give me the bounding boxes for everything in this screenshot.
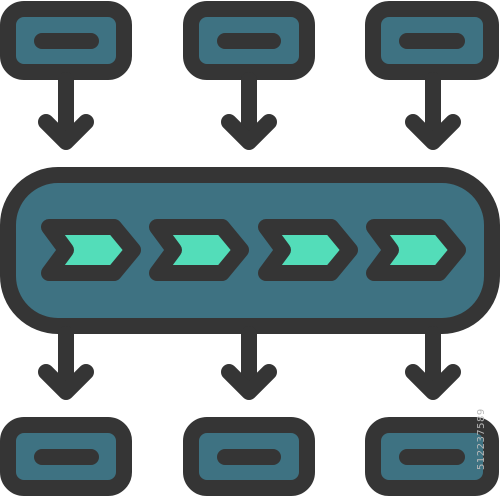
watermark-id: 512237589	[476, 408, 487, 470]
chevron-icon	[366, 219, 466, 281]
output-arrow-left	[38, 326, 94, 400]
input-arrow-right	[405, 72, 461, 150]
output-box-center	[183, 417, 315, 496]
input-arrow-left	[38, 72, 94, 150]
input-box-right	[365, 1, 499, 80]
chevron-icon	[41, 219, 141, 281]
chevron-icon	[258, 219, 358, 281]
input-box-left	[0, 1, 132, 80]
input-box-center	[183, 1, 315, 80]
output-box-left	[0, 417, 132, 496]
pipeline-bar	[0, 167, 500, 334]
chevron-icon	[149, 219, 249, 281]
output-arrow-right	[405, 326, 461, 400]
output-arrow-center	[221, 326, 277, 400]
output-box-right	[365, 417, 499, 496]
input-arrow-center	[221, 72, 277, 150]
